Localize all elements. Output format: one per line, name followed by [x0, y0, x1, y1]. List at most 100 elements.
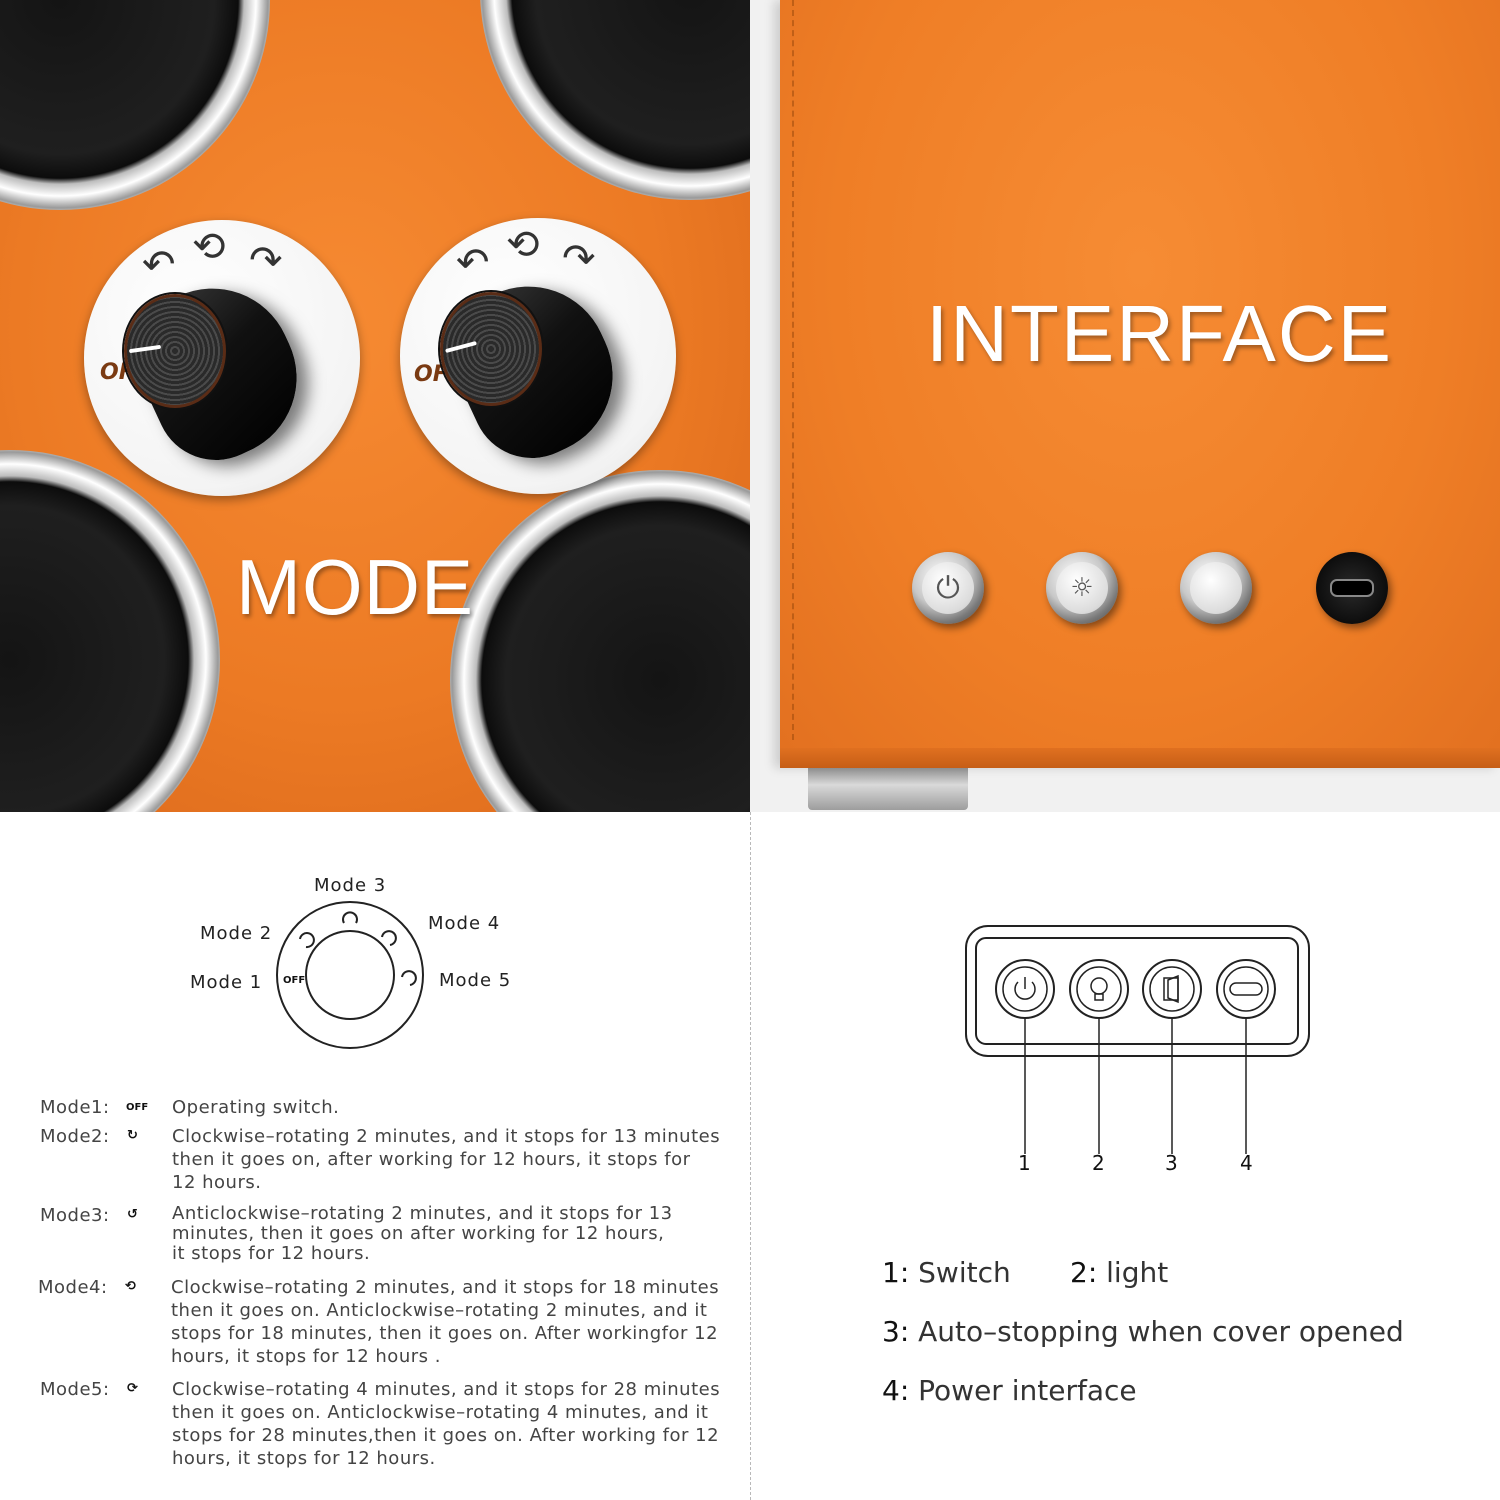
interface-photo-panel: INTERFACE ⏻ ☼ — [750, 0, 1500, 812]
desc-line: Clockwise–rotating 4 minutes, and it sto… — [172, 1379, 721, 1400]
mode-knob-face-left — [124, 294, 226, 408]
ccw-arrow-icon: ↶ — [456, 240, 490, 286]
blank-button-icon — [1190, 562, 1242, 614]
desc-line: Clockwise–rotating 2 minutes, and it sto… — [172, 1126, 721, 1147]
knob-indicator — [128, 344, 162, 354]
section-divider — [750, 812, 751, 1500]
desc-line: Clockwise–rotating 2 minutes, and it sto… — [171, 1277, 720, 1298]
legend-number: 1: — [882, 1256, 910, 1289]
diagram-label-mode1: Mode 1 — [190, 972, 263, 993]
panel-inner-outline — [975, 937, 1299, 1045]
callout-number-4: 4 — [1240, 1151, 1253, 1175]
desc-line: it stops for 12 hours. — [172, 1243, 371, 1264]
mode2-arrow-icon — [299, 932, 315, 949]
anticlockwise-icon: ↺ — [127, 1207, 138, 1222]
mode-description: Clockwise–rotating 4 minutes, and it sto… — [172, 1378, 732, 1470]
mode-key: Mode5: — [40, 1379, 110, 1400]
power-switch-button[interactable]: ⏻ — [912, 552, 984, 624]
box-bottom-edge — [780, 748, 1500, 768]
desc-line: then it goes on, after working for 12 ho… — [172, 1149, 691, 1170]
ccw-arrow-icon: ↶ — [142, 242, 176, 288]
light-bulb-icon: ☼ — [1056, 562, 1108, 614]
diagram-label-mode4: Mode 4 — [428, 913, 501, 934]
winder-box-side — [780, 0, 1500, 768]
dual-arrow-icon: ⟲ — [192, 224, 226, 270]
legend-text: Switch — [918, 1256, 1011, 1289]
mode-photo-panel: ↶ ⟲ ↷ OFF ↶ ⟲ ↷ OFF MODE — [0, 0, 750, 812]
watch-cup-top-left — [0, 0, 270, 210]
mode-key: Mode3: — [40, 1205, 110, 1226]
mode-knob-face-right — [440, 292, 542, 406]
mode3-arrow-icon — [342, 911, 358, 924]
legend-number: 3: — [882, 1315, 910, 1348]
diagram-label-mode2: Mode 2 — [200, 923, 273, 944]
desc-line: stops for 18 minutes, then it goes on. A… — [171, 1323, 719, 1344]
power-port[interactable] — [1316, 552, 1388, 624]
watch-cup-top-right — [480, 0, 750, 200]
light-button[interactable]: ☼ — [1046, 552, 1118, 624]
diagram-off-label: OFF — [283, 975, 306, 986]
off-icon: OFF — [126, 1102, 149, 1113]
power-icon: ⏻ — [922, 562, 974, 614]
desc-line: then it goes on. Anticlockwise–rotating … — [171, 1300, 708, 1321]
dial-inner-ring — [305, 930, 395, 1020]
diagram-cover-sensor-button — [1142, 959, 1202, 1019]
desc-line: Operating switch. — [172, 1097, 340, 1118]
callout-number-3: 3 — [1165, 1151, 1178, 1175]
legend-item-auto-stop: 3: Auto–stopping when cover opened — [882, 1315, 1404, 1348]
knob-indicator — [445, 340, 477, 354]
diagram-power-port — [1216, 959, 1276, 1019]
light-bulb-icon — [1090, 977, 1108, 995]
power-icon — [1014, 981, 1036, 1000]
callout-number-2: 2 — [1092, 1151, 1105, 1175]
desc-line: stops for 28 minutes,then it goes on. Af… — [172, 1425, 720, 1446]
door-icon — [1163, 977, 1179, 1001]
mode-description: Operating switch. — [172, 1096, 732, 1119]
diagram-power-button — [995, 959, 1055, 1019]
interface-title: INTERFACE — [926, 289, 1393, 378]
dial-outer-ring — [276, 901, 424, 1049]
mode5-arrow-icon — [401, 970, 417, 986]
legend-number: 2: — [1070, 1256, 1098, 1289]
mode-description: Clockwise–rotating 2 minutes, and it sto… — [172, 1125, 732, 1194]
usb-c-port-icon — [1330, 579, 1374, 597]
mode-key: Mode4: — [38, 1277, 108, 1298]
legend-text: light — [1106, 1256, 1169, 1289]
panel-outer-outline — [965, 925, 1310, 1057]
interface-diagram — [965, 925, 1310, 1154]
mode-title: MODE — [236, 543, 474, 631]
desc-line: hours, it stops for 12 hours. — [172, 1448, 436, 1469]
desc-line: minutes, then it goes on after working f… — [172, 1223, 665, 1244]
diagram-light-button — [1069, 959, 1129, 1019]
legend-item-light: 2: light — [1070, 1256, 1168, 1289]
diagram-label-mode5: Mode 5 — [439, 970, 512, 991]
legend-item-switch: 1: Switch — [882, 1256, 1011, 1289]
mode-dial-plate-right: ↶ ⟲ ↷ OFF — [400, 218, 676, 494]
mode-key: Mode1: — [40, 1097, 110, 1118]
clockwise-icon: ↻ — [127, 1128, 138, 1143]
watch-cup-bottom-right — [450, 470, 750, 812]
diagram-label-mode3: Mode 3 — [314, 875, 387, 896]
box-stitching — [792, 0, 796, 740]
desc-line: hours, it stops for 12 hours . — [171, 1346, 441, 1367]
mode4-arrow-icon — [381, 930, 397, 946]
callout-number-1: 1 — [1018, 1151, 1031, 1175]
mode-description: Anticlockwise–rotating 2 minutes, and it… — [172, 1204, 732, 1264]
watch-cup-bottom-left — [0, 450, 220, 812]
legend-item-power-interface: 4: Power interface — [882, 1374, 1137, 1407]
desc-line: Anticlockwise–rotating 2 minutes, and it… — [172, 1203, 673, 1224]
bidirectional-long-icon: ⟳ — [127, 1381, 138, 1396]
usb-c-port-icon — [1229, 982, 1263, 996]
cw-arrow-icon: ↷ — [562, 236, 596, 282]
mode-description: Clockwise–rotating 2 minutes, and it sto… — [171, 1276, 731, 1368]
desc-line: 12 hours. — [172, 1172, 262, 1193]
desc-line: then it goes on. Anticlockwise–rotating … — [172, 1402, 709, 1423]
bidirectional-icon: ⟲ — [125, 1279, 136, 1294]
cw-arrow-icon: ↷ — [249, 238, 283, 284]
legend-text: Power interface — [918, 1374, 1137, 1407]
mode-dial-plate-left: ↶ ⟲ ↷ OFF — [84, 220, 360, 496]
mode-key: Mode2: — [40, 1126, 110, 1147]
legend-text: Auto–stopping when cover opened — [918, 1315, 1404, 1348]
dual-arrow-icon: ⟲ — [506, 222, 540, 268]
cover-sensor-button[interactable] — [1180, 552, 1252, 624]
